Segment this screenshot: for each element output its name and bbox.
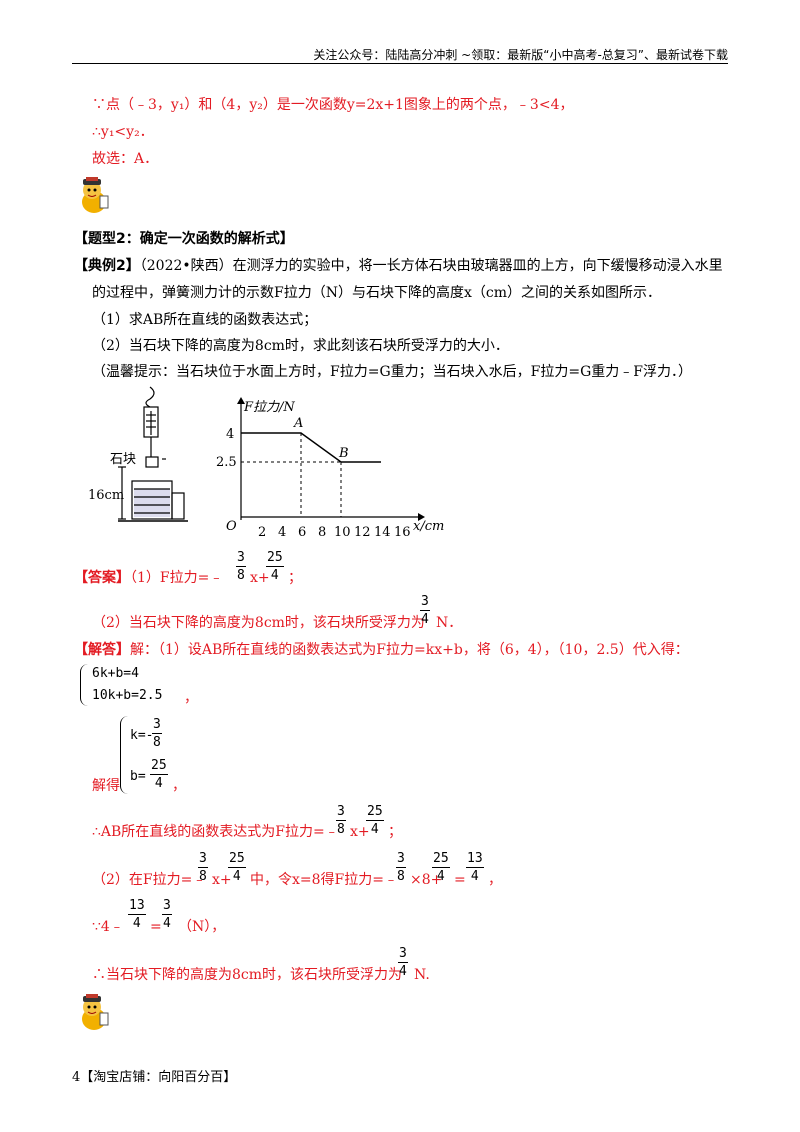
- since-end: （N），: [178, 919, 226, 935]
- system-1-eq-1: 6k+b=4: [92, 666, 139, 681]
- conclusion-1-text: ∴AB所在直线的函数表达式为F拉力=﹣: [92, 824, 339, 840]
- solution-line-1: 【解答】解：（1）设AB所在直线的函数表达式为F拉力=kx+b，将（6，4），（…: [74, 640, 689, 660]
- x-tick-16: 16: [394, 525, 411, 540]
- depth-label: 16cm: [88, 488, 124, 503]
- x-tick-10: 10: [334, 525, 351, 540]
- spring-scale-apparatus: [118, 386, 188, 522]
- answer-1-text: （1）F拉力=﹣: [130, 570, 224, 586]
- page-footer: 4【淘宝店铺：向阳百分百】: [72, 1070, 237, 1085]
- x-tick-2: 2: [258, 525, 266, 540]
- force-line: [241, 432, 381, 463]
- part-2-end: ，: [488, 872, 502, 888]
- part-2-mid-2: 中，令x=8得F拉力=﹣: [250, 872, 398, 888]
- system-1-end: ，: [184, 690, 198, 706]
- header-divider: [72, 63, 728, 64]
- solution-tag: 【解答】: [74, 642, 130, 658]
- part-2-mid-1: x+: [212, 872, 232, 888]
- prev-line-1: ∵点（﹣3，y₁）和（4，y₂）是一次函数y=2x+1图象上的两个点，﹣3<4，: [92, 97, 574, 113]
- prev-line-2: ∴y₁<y₂．: [92, 124, 154, 140]
- final-text: ∴当石块下降的高度为8cm时，该石块所受浮力为: [92, 967, 403, 983]
- x-tick-6: 6: [298, 525, 306, 540]
- answer-tag: 【答案】: [74, 570, 130, 586]
- section-title: 【题型2：确定一次函数的解析式】: [74, 231, 294, 247]
- x-tick-4: 4: [278, 525, 286, 540]
- part-2-mid-3: ×8+: [410, 872, 443, 888]
- part-2-eq: =: [454, 872, 466, 888]
- prev-line-3: 故选：A．: [92, 151, 159, 167]
- answer-1-mid: x+: [250, 570, 270, 586]
- force-chart: F拉力/N x/cm O 4 2.5 A B 2 4 6 8 10 12 14 …: [216, 397, 444, 540]
- y-tick-2-5: 2.5: [216, 455, 237, 470]
- question-2: （2）当石块下降的高度为8cm时，求此刻该石块所受浮力的大小．: [92, 338, 509, 354]
- y-tick-4: 4: [226, 427, 234, 442]
- conclusion-1-end: ；: [388, 824, 402, 840]
- system-2-k: k=-: [130, 728, 154, 743]
- y-axis-arrow: [237, 397, 245, 404]
- answer-1-end: ；: [288, 570, 302, 586]
- x-tick-12: 12: [354, 525, 371, 540]
- x-tick-8: 8: [318, 525, 326, 540]
- example-intro-2: 的过程中，弹簧测力计的示数F拉力（N）与石块下降的高度x（cm）之间的关系如图所…: [92, 285, 661, 301]
- conclusion-1-mid: x+: [350, 824, 370, 840]
- x-axis-label: x/cm: [413, 519, 444, 534]
- answer-2-text: （2）当石块下降的高度为8cm时，该石块所受浮力为: [92, 615, 425, 631]
- y-axis-label: F拉力/N: [243, 399, 295, 415]
- answer-1-prefix: 【答案】（1）F拉力=﹣: [74, 568, 223, 588]
- system-2-b: b=: [130, 769, 146, 784]
- answer-2-end: N．: [436, 615, 463, 631]
- system-2-brace: [120, 716, 131, 794]
- mascot-icon: [82, 994, 109, 1030]
- mascot-icon: [82, 177, 109, 213]
- solution-line-1-text: 解：（1）设AB所在直线的函数表达式为F拉力=kx+b，将（6，4），（10，2…: [130, 642, 689, 658]
- solve-label: 解得: [92, 778, 120, 794]
- part-2-text: （2）在F拉力=﹣: [92, 872, 207, 888]
- system-2-end: ，: [172, 778, 186, 794]
- experiment-figure: 石块 16cm F拉力/N x/cm O 4 2.5 A B 2 4 6 8 1…: [88, 386, 444, 540]
- origin-label: O: [226, 519, 237, 534]
- example-intro-1: （2022•陕西）在测浮力的实验中，将一长方体石块由玻璃器皿的上方，向下缓慢移动…: [139, 258, 723, 274]
- x-tick-14: 14: [374, 525, 391, 540]
- final-end: N.: [414, 967, 430, 983]
- page-header: 关注公众号：陆陆高分冲刺 ~领取：最新版“小中高考-总复习”、最新试卷下载: [313, 48, 728, 62]
- system-1-brace: [80, 664, 91, 706]
- question-1: （1）求AB所在直线的函数表达式；: [92, 312, 318, 328]
- system-1-eq-2: 10k+b=2.5: [92, 688, 163, 703]
- point-b-label: B: [338, 446, 349, 461]
- since-prefix: ∵4﹣: [92, 919, 124, 935]
- hint-text: （温馨提示：当石块位于水面上方时，F拉力=G重力；当石块入水后，F拉力=G重力﹣…: [92, 364, 692, 380]
- example-line-1: 【典例2】（2022•陕西）在测浮力的实验中，将一长方体石块由玻璃器皿的上方，向…: [74, 256, 723, 276]
- x-axis-arrow: [418, 513, 425, 521]
- example-tag: 【典例2】: [74, 258, 140, 274]
- point-a-label: A: [293, 416, 303, 431]
- stone-label: 石块: [110, 452, 136, 467]
- since-eq: =: [150, 919, 162, 935]
